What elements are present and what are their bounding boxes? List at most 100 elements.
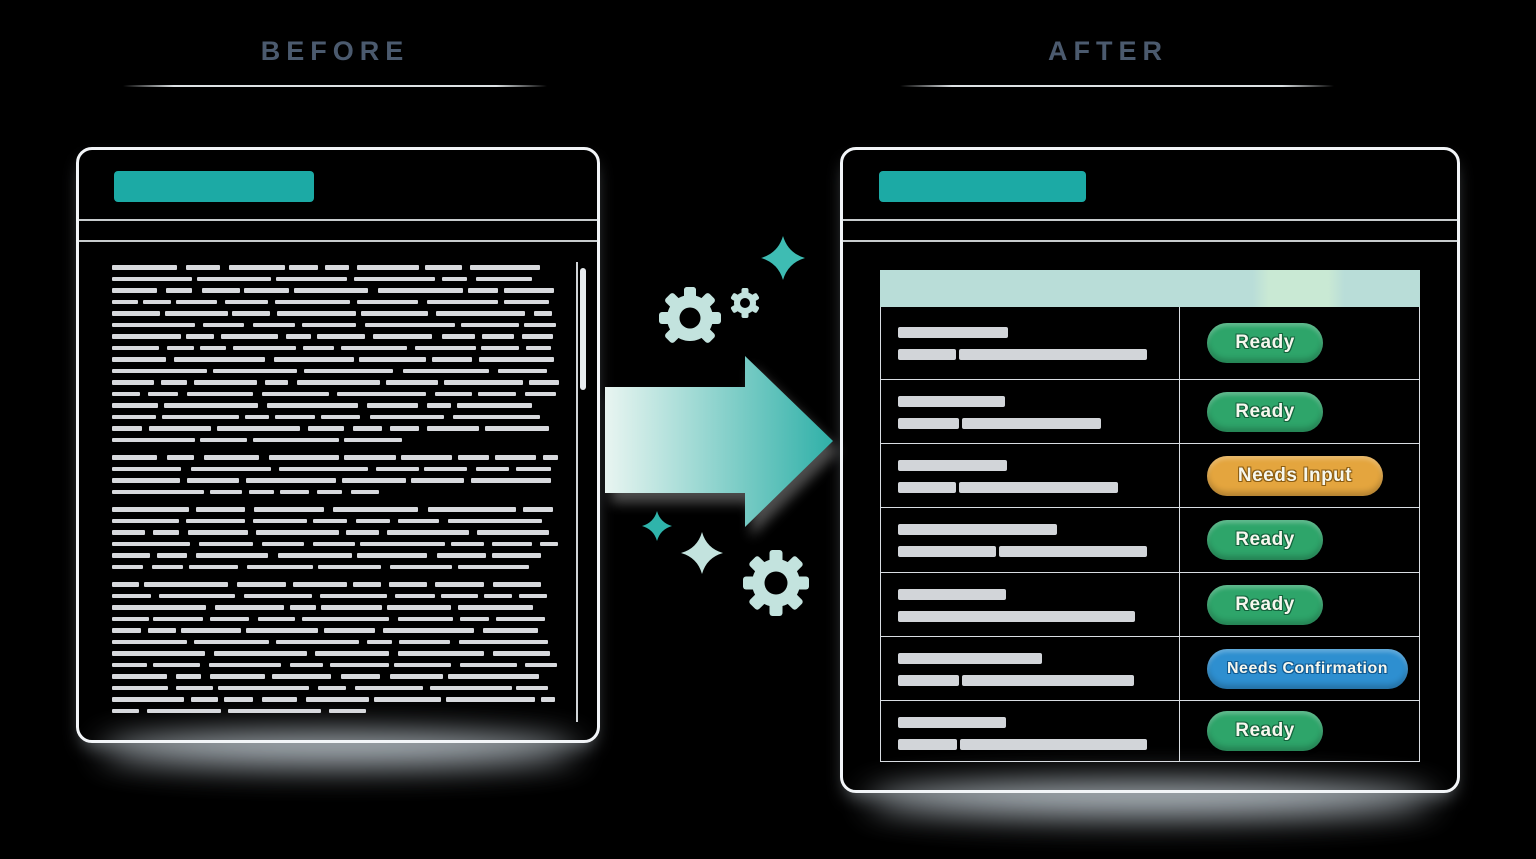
greeked-text-line	[112, 466, 565, 471]
greeked-text-line	[112, 455, 565, 460]
greeked-text-line	[112, 530, 565, 535]
status-badge[interactable]: Ready	[1207, 391, 1323, 432]
task-meta-bar	[898, 349, 956, 360]
status-badge[interactable]: Ready	[1207, 520, 1323, 560]
greeked-text-line	[112, 345, 565, 350]
greeked-text-line	[112, 368, 565, 373]
toolbar-divider	[78, 240, 598, 242]
table-row: Ready	[881, 700, 1419, 761]
task-meta-bar	[960, 739, 1147, 750]
greeked-text-line	[112, 674, 565, 679]
task-meta-bars	[898, 418, 1179, 429]
task-meta-bar	[898, 739, 957, 750]
task-title-bar	[898, 717, 1006, 728]
task-meta-bar	[959, 482, 1118, 493]
task-title-bar	[898, 589, 1006, 600]
task-meta-bar	[959, 349, 1147, 360]
status-badge[interactable]: Ready	[1207, 323, 1323, 363]
greeked-text-line	[112, 334, 565, 339]
table-row: Ready	[881, 307, 1419, 379]
scrollbar-thumb[interactable]	[580, 268, 586, 390]
before-window-shadow	[100, 733, 578, 767]
greeked-text-line	[112, 685, 565, 690]
status-cell: Ready	[1180, 380, 1419, 443]
task-meta-bars	[898, 611, 1179, 622]
greeked-text-line	[112, 697, 565, 702]
scrollbar-track[interactable]	[576, 262, 578, 722]
table-row: Needs Confirmation	[881, 636, 1419, 700]
greeked-text-line	[112, 708, 565, 713]
status-badge[interactable]: Ready	[1207, 711, 1323, 751]
gear-icon	[659, 287, 721, 343]
before-title-underline	[123, 85, 547, 87]
status-badge[interactable]: Needs Confirmation	[1207, 648, 1408, 689]
greeked-text-line	[112, 391, 565, 396]
task-cell	[881, 444, 1180, 507]
window-title-placeholder	[879, 171, 1086, 202]
workflow-table: Ready Ready Needs Input Ready	[880, 270, 1420, 762]
sparkle-icon	[681, 532, 723, 574]
task-meta-bars	[898, 546, 1179, 557]
greeked-text-line	[112, 380, 565, 385]
task-meta-bars	[898, 349, 1179, 360]
greeked-text-line	[112, 414, 565, 419]
task-cell	[881, 307, 1180, 379]
transformation-graphic	[605, 236, 839, 616]
greeked-text-line	[112, 582, 565, 587]
greeked-text-line	[112, 478, 565, 483]
task-meta-bar	[898, 546, 996, 557]
before-section-title: BEFORE	[260, 36, 410, 66]
greeked-text-line	[112, 357, 565, 362]
task-meta-bars	[898, 675, 1179, 686]
greeked-text-line	[112, 541, 565, 546]
before-document-window	[76, 147, 600, 743]
status-cell: Ready	[1180, 307, 1419, 379]
after-window-shadow	[866, 782, 1434, 818]
task-title-bar	[898, 396, 1005, 407]
sparkle-icon	[761, 236, 805, 280]
greeked-text-line	[112, 616, 565, 621]
task-cell	[881, 701, 1180, 761]
task-meta-bar	[999, 546, 1147, 557]
task-title-bar	[898, 653, 1042, 664]
greeked-text-line	[112, 605, 565, 610]
greeked-text-line	[112, 628, 565, 633]
greeked-text-line	[112, 322, 565, 327]
task-meta-bars	[898, 739, 1179, 750]
task-title-bar	[898, 327, 1008, 338]
task-meta-bar	[898, 611, 1135, 622]
status-cell: Needs Input	[1180, 444, 1419, 507]
greeked-text-line	[112, 489, 565, 494]
status-badge[interactable]: Ready	[1207, 584, 1323, 625]
task-cell	[881, 508, 1180, 572]
document-body	[112, 265, 565, 726]
sparkle-icon	[642, 511, 672, 541]
after-title-underline	[900, 85, 1334, 87]
task-meta-bar	[898, 675, 959, 686]
greeked-text-line	[112, 276, 565, 281]
status-badge[interactable]: Needs Input	[1207, 455, 1383, 496]
toolbar-divider	[842, 240, 1458, 242]
gear-icon	[743, 550, 809, 616]
titlebar-divider	[78, 219, 598, 221]
workflow-table-body: Ready Ready Needs Input Ready	[880, 307, 1420, 762]
greeked-text-line	[112, 403, 565, 408]
task-meta-bar	[898, 418, 959, 429]
greeked-text-line	[112, 651, 565, 656]
greeked-text-line	[112, 426, 565, 431]
task-title-bar	[898, 460, 1007, 471]
table-header-band	[880, 270, 1420, 307]
task-cell	[881, 637, 1180, 700]
status-cell: Ready	[1180, 701, 1419, 761]
greeked-text-line	[112, 299, 565, 304]
greeked-text-line	[112, 518, 565, 523]
task-cell	[881, 573, 1180, 636]
status-cell: Ready	[1180, 508, 1419, 572]
table-row: Ready	[881, 507, 1419, 572]
gear-icon	[730, 288, 760, 318]
task-meta-bar	[962, 418, 1101, 429]
task-meta-bar	[898, 482, 956, 493]
greeked-text-line	[112, 639, 565, 644]
greeked-text-line	[112, 662, 565, 667]
